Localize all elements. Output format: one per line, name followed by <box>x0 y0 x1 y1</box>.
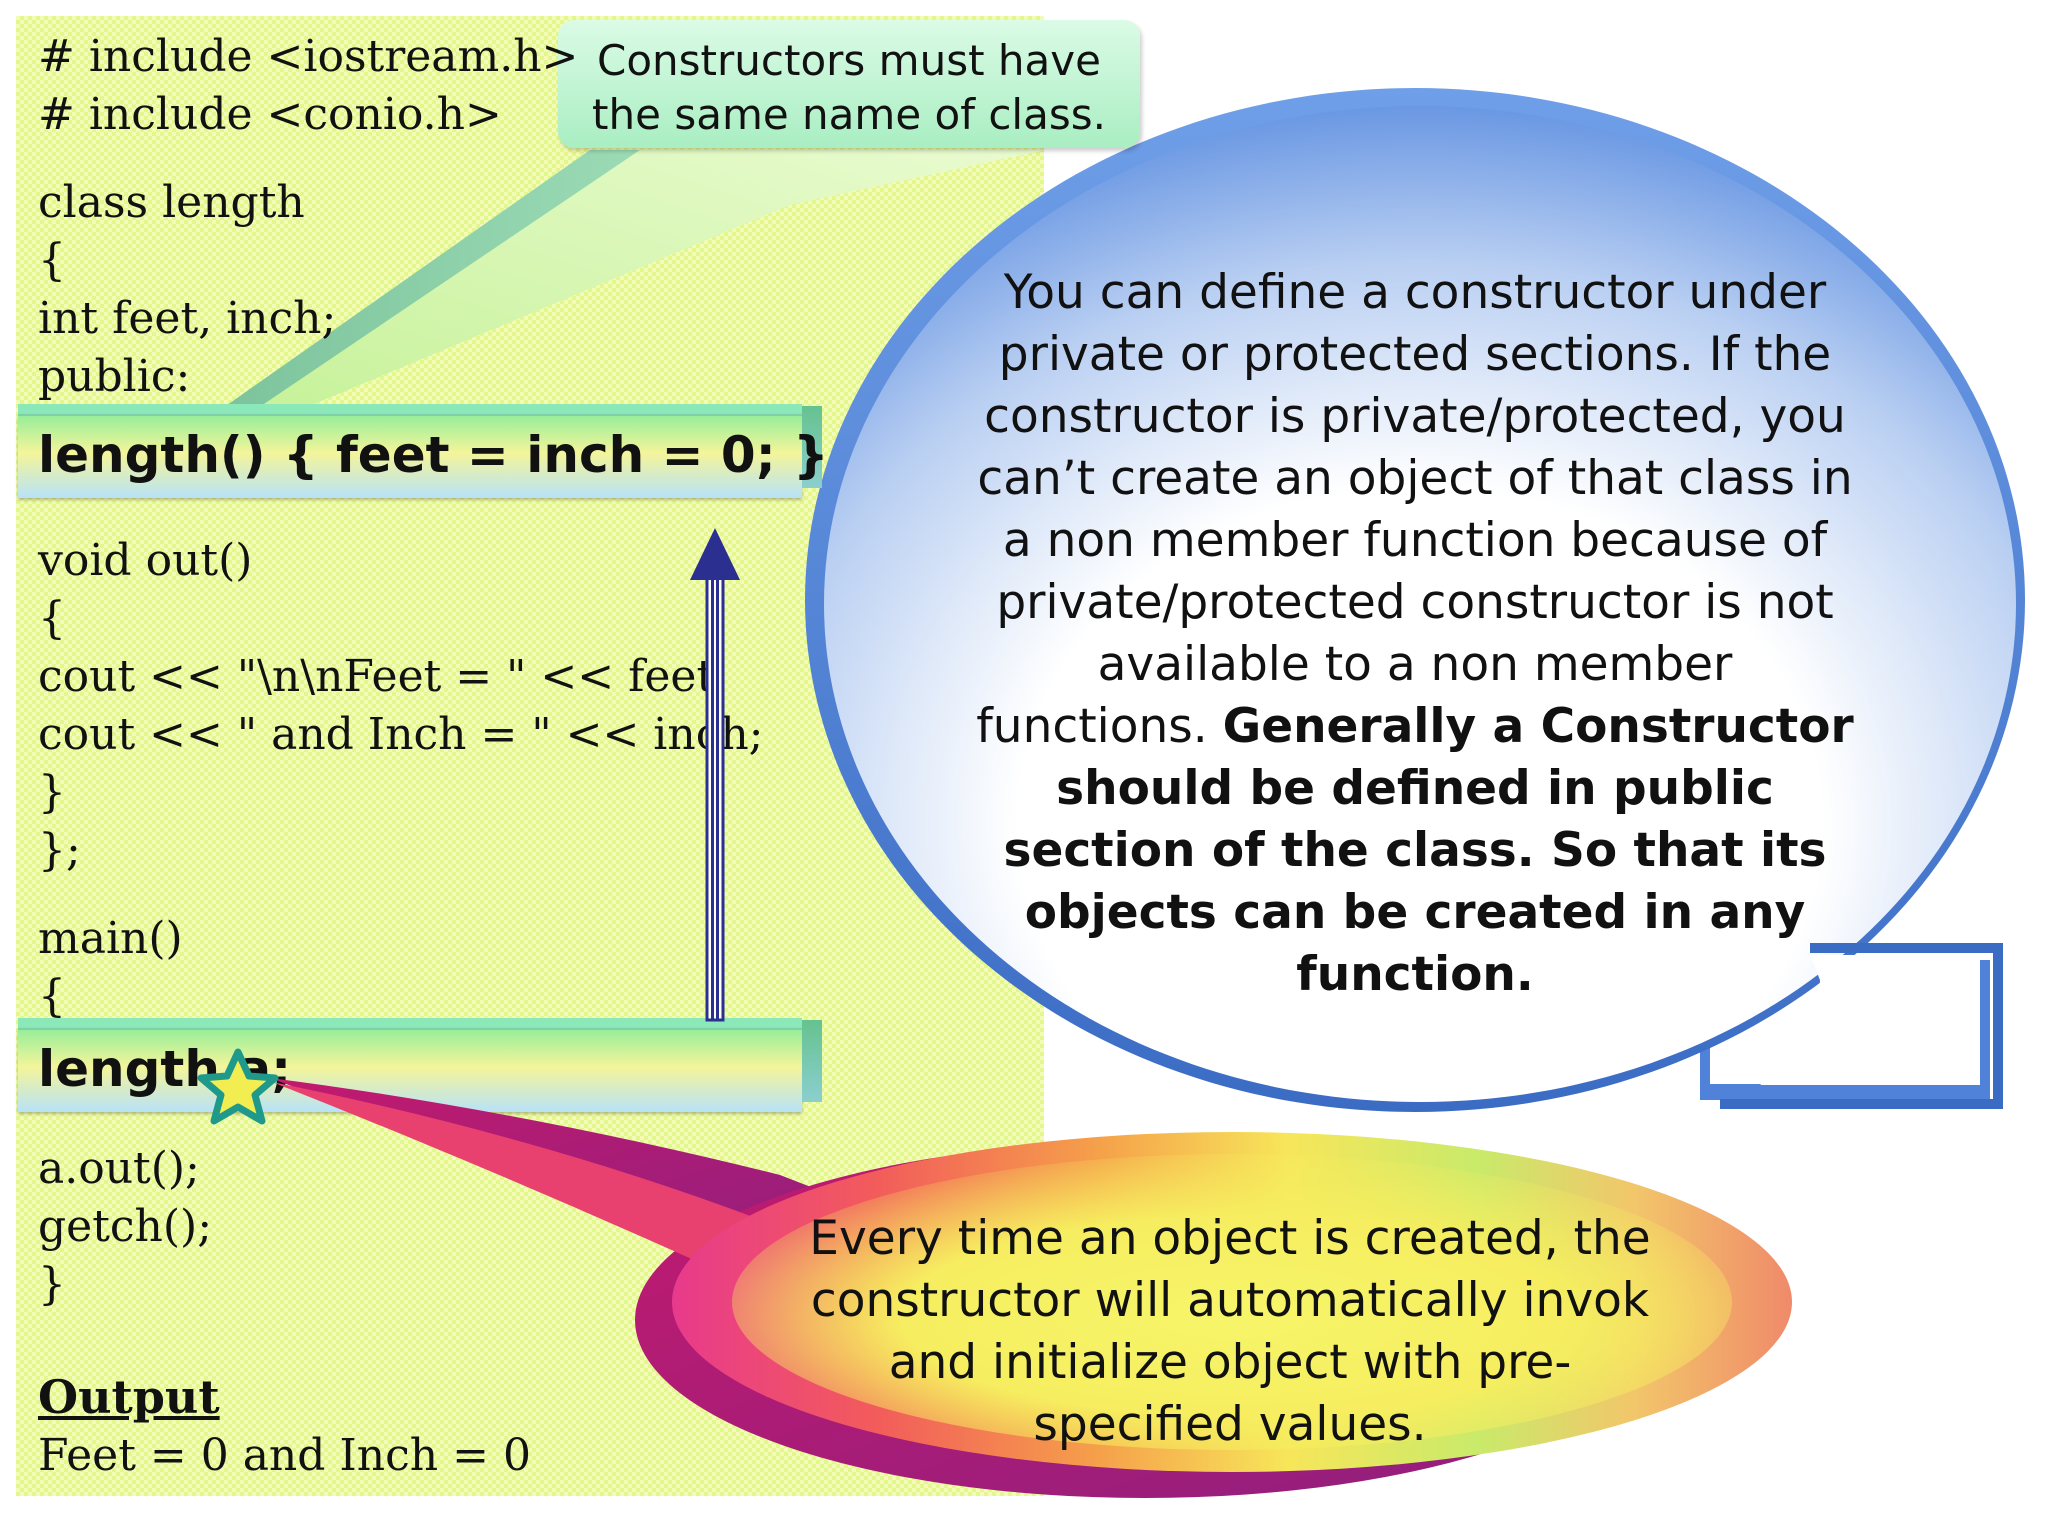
output-heading: Output <box>38 1370 220 1424</box>
code-class-head: class length { int feet, inch; public: <box>38 177 337 402</box>
callout-access-normal: You can define a constructor under priva… <box>976 265 1853 754</box>
object-bar-top <box>18 1018 802 1030</box>
code-main-head: main() { <box>38 913 183 1022</box>
callout-same-name-text: Constructors must have the same name of … <box>592 36 1106 139</box>
constructor-bar-top <box>18 404 802 416</box>
rainbow-bubble-glow <box>732 1154 1732 1450</box>
constructor-line: length() { feet = inch = 0; } <box>38 426 829 484</box>
blue-bubble-tail-edge <box>1720 943 2003 1109</box>
callout-access-text: You can define a constructor under priva… <box>975 262 1855 1006</box>
code-includes: # include <iostream.h> # include <conio.… <box>38 31 579 140</box>
object-line: length a; <box>38 1040 292 1098</box>
rainbow-tail-front <box>272 1082 800 1290</box>
green-callout-tail <box>255 150 1045 410</box>
object-bar <box>18 1028 802 1112</box>
blue-bubble <box>824 106 2016 1102</box>
callout-access-bold: Generally a Constructor should be define… <box>1003 699 1854 1002</box>
blue-bubble-join <box>1700 955 1980 1085</box>
green-callout-tail-shade <box>220 150 640 410</box>
object-bar-side <box>802 1020 822 1102</box>
green-callout-box <box>558 20 1140 148</box>
output-value: Feet = 0 and Inch = 0 <box>38 1430 531 1481</box>
code-main-tail: a.out(); getch(); } <box>38 1143 213 1310</box>
constructor-bar <box>18 414 802 498</box>
callout-auto-invoke-text: Every time an object is created, the con… <box>809 1211 1651 1452</box>
constructor-bar-side <box>802 406 822 488</box>
star-icon <box>197 1048 279 1125</box>
up-arrow <box>690 528 740 1022</box>
